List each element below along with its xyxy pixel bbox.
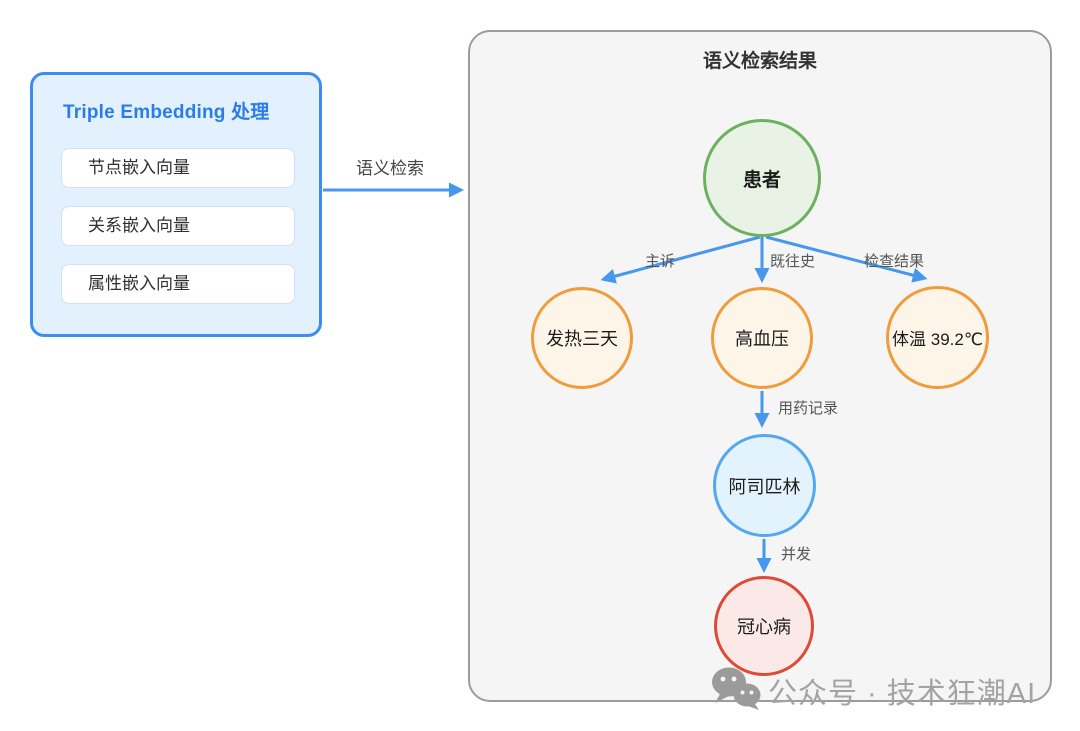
triple-embedding-title: Triple Embedding 处理 <box>63 102 270 123</box>
edge-label-past-history: 既往史 <box>770 253 816 270</box>
edge-label-complication: 并发 <box>781 546 812 563</box>
semantic-result-title: 语义检索结果 <box>702 51 817 72</box>
semantic-search-arrow-label: 语义检索 <box>356 159 424 178</box>
wechat-icon <box>710 666 762 715</box>
triple-embedding-box: Triple Embedding 处理 节点嵌入向量 关系嵌入向量 属性嵌入向量 <box>30 72 322 337</box>
node-hypertension: 高血压 <box>711 287 813 389</box>
watermark-text: 公众号 · 技术狂潮AI <box>768 677 1037 710</box>
edge-label-medication-record: 用药记录 <box>778 400 839 417</box>
watermark: 公众号 · 技术狂潮AI <box>710 666 1036 715</box>
node-aspirin: 阿司匹林 <box>713 434 816 537</box>
embedding-item-relation: 关系嵌入向量 <box>61 206 295 246</box>
node-temperature: 体温 39.2℃ <box>886 286 989 389</box>
embedding-item-attribute: 属性嵌入向量 <box>61 264 295 304</box>
edge-label-chief-complaint: 主诉 <box>645 253 676 270</box>
node-fever: 发热三天 <box>531 287 633 389</box>
node-coronary-disease: 冠心病 <box>714 576 814 676</box>
embedding-item-node: 节点嵌入向量 <box>61 148 295 188</box>
node-patient: 患者 <box>703 119 821 237</box>
edge-label-exam-result: 检查结果 <box>864 253 925 270</box>
